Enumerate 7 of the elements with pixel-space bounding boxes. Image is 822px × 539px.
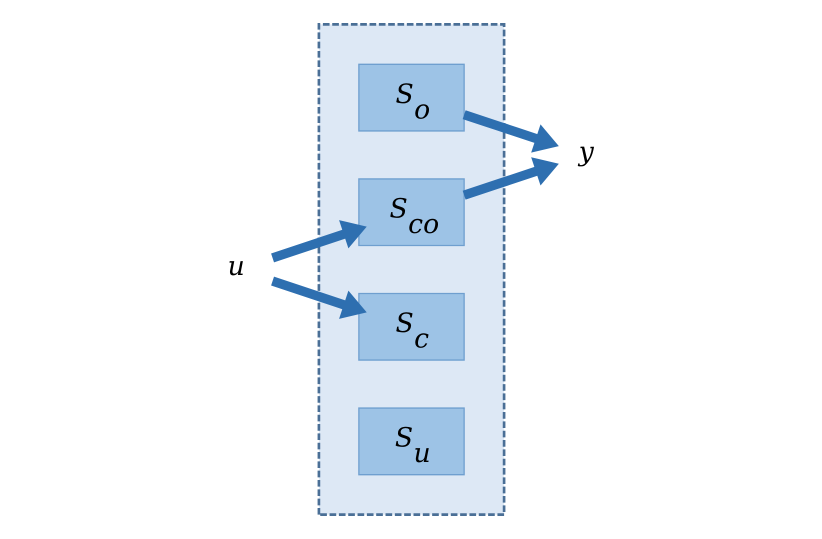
node-text: y	[578, 136, 594, 168]
arrow	[270, 220, 366, 262]
cluster	[317, 23, 505, 516]
arrow	[462, 110, 558, 153]
arrow	[462, 157, 558, 200]
arrow	[270, 276, 366, 319]
node-text: u	[227, 250, 244, 282]
